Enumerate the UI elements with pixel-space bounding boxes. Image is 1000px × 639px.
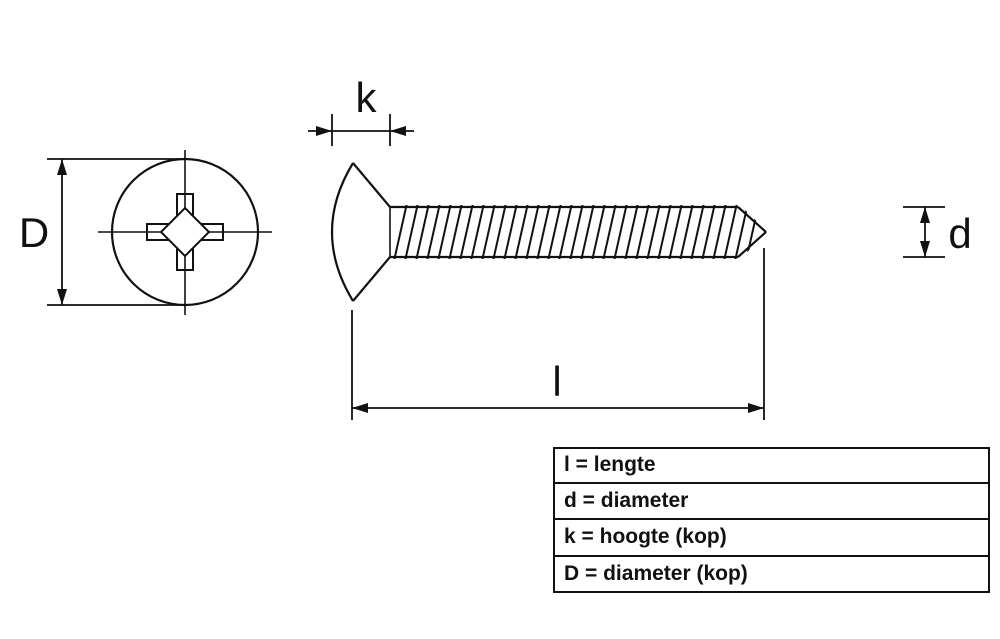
legend-row-diameter-kop: D = diameter (kop) bbox=[553, 556, 990, 593]
head-height-label: k bbox=[356, 74, 378, 121]
legend-row-diameter: d = diameter bbox=[553, 483, 990, 520]
legend-table: l = lengte d = diameter k = hoogte (kop)… bbox=[553, 447, 990, 593]
tip-top-edge bbox=[737, 206, 767, 233]
arrow-up-icon bbox=[920, 207, 930, 223]
arrow-left-icon bbox=[390, 126, 406, 136]
legend-label-hoogte-kop: k = hoogte (kop) bbox=[564, 525, 727, 549]
dimension-d: d bbox=[903, 206, 972, 258]
arrow-right-icon bbox=[748, 403, 764, 413]
dimension-l: l bbox=[351, 248, 765, 420]
thread-lines bbox=[393, 205, 760, 259]
arrow-left-icon bbox=[352, 403, 368, 413]
legend-label-lengte: l = lengte bbox=[564, 453, 656, 477]
screw-side-view bbox=[331, 162, 767, 302]
shaft-diameter-label: d bbox=[948, 210, 971, 257]
head-cone-bottom bbox=[352, 256, 391, 302]
tip-bottom-edge bbox=[737, 231, 767, 258]
legend-label-diameter: d = diameter bbox=[564, 488, 689, 512]
head-dome-arc bbox=[331, 162, 354, 302]
arrow-right-icon bbox=[316, 126, 332, 136]
arrow-down-icon bbox=[57, 289, 67, 305]
length-label: l bbox=[552, 358, 561, 405]
dimension-k: k bbox=[308, 74, 414, 146]
legend-row-hoogte-kop: k = hoogte (kop) bbox=[553, 520, 990, 557]
legend-row-lengte: l = lengte bbox=[553, 447, 990, 484]
arrow-up-icon bbox=[57, 159, 67, 175]
dimension-D: D bbox=[19, 158, 187, 306]
phillips-center-diamond bbox=[159, 206, 211, 258]
head-front-view bbox=[98, 150, 272, 315]
phillips-recess-icon bbox=[146, 193, 224, 271]
head-diameter-label: D bbox=[19, 209, 49, 256]
arrow-down-icon bbox=[920, 241, 930, 257]
head-cone-top bbox=[352, 162, 391, 208]
legend-label-diameter-kop: D = diameter (kop) bbox=[564, 561, 748, 585]
